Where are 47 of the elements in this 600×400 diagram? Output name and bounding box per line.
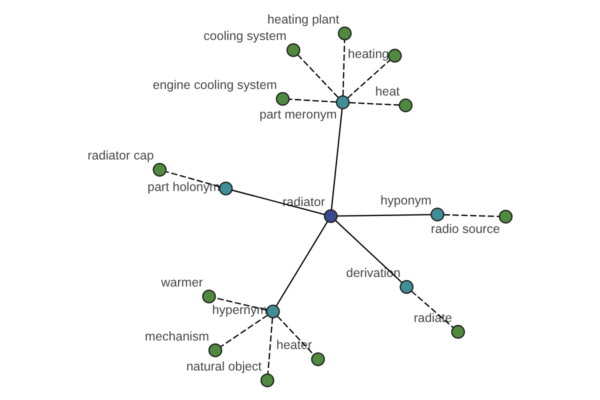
node-label: heating (348, 47, 390, 62)
connector (276, 221, 328, 306)
connector (267, 318, 274, 374)
node-circle (152, 162, 167, 177)
node-label: warmer (161, 275, 203, 290)
node-circle (276, 92, 290, 106)
node-circle (398, 98, 413, 112)
node-circle (202, 290, 216, 304)
connector (330, 108, 343, 210)
node-circle (324, 209, 338, 224)
node-label: hyponym (380, 193, 432, 208)
connector (410, 290, 454, 328)
connector (444, 214, 500, 218)
node-circle (218, 182, 233, 196)
node-circle (311, 352, 325, 366)
node-label: radiator (282, 195, 326, 210)
connector (298, 54, 339, 98)
node-label: heater (276, 338, 312, 352)
node-label: heat (375, 84, 400, 98)
node-circle (266, 304, 280, 318)
node-label: heating plant (267, 12, 340, 26)
connector (342, 40, 346, 96)
node-label: radio source (430, 222, 500, 236)
connector (220, 314, 268, 348)
node-label: part meronym (259, 108, 337, 122)
connector (277, 316, 314, 355)
node-circle (336, 95, 350, 110)
connector (350, 102, 400, 106)
connector (289, 98, 336, 103)
node-circle (430, 208, 444, 222)
node-label: mechanism (144, 329, 210, 344)
connector (232, 189, 325, 216)
node-circle (400, 280, 414, 294)
node-circle (208, 343, 222, 358)
node-label: cooling system (203, 29, 286, 44)
node-circle (338, 26, 352, 40)
node-circle (260, 373, 274, 388)
connector (337, 214, 431, 217)
node-circle (498, 210, 513, 224)
node-circle (451, 324, 465, 339)
node-circle (388, 48, 402, 63)
node-label: radiator cap (88, 148, 154, 163)
node-label: natural object (186, 359, 262, 374)
node-label: engine cooling system (152, 78, 277, 92)
node-label: radiate (414, 310, 452, 325)
node-circle (286, 43, 300, 58)
connector (347, 60, 390, 98)
